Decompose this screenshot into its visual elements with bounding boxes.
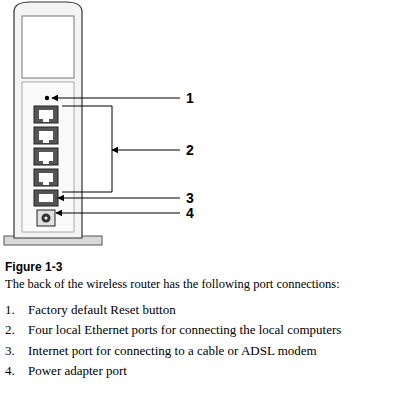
ethernet-ports bbox=[34, 106, 58, 186]
reset-button bbox=[45, 96, 49, 100]
port-panel bbox=[22, 82, 74, 232]
router-housing bbox=[14, 2, 82, 238]
list-number: 1. bbox=[5, 302, 15, 318]
power-port bbox=[37, 210, 55, 226]
list-item: Four local Ethernet ports for connecting… bbox=[28, 322, 341, 338]
internet-port bbox=[34, 190, 58, 206]
intro-text: The back of the wireless router has the … bbox=[5, 277, 340, 292]
figure-caption: Figure 1-3 bbox=[5, 260, 62, 274]
list-number: 2. bbox=[5, 322, 15, 338]
callout-number: 2 bbox=[186, 142, 194, 158]
list-item: Power adapter port bbox=[28, 363, 127, 379]
list-number: 3. bbox=[5, 343, 15, 359]
callout-number: 1 bbox=[186, 90, 194, 106]
callout-number: 3 bbox=[186, 190, 194, 206]
list-item: Factory default Reset button bbox=[28, 302, 176, 318]
callout-number: 4 bbox=[186, 205, 194, 221]
list-item: Internet port for connecting to a cable … bbox=[28, 343, 317, 359]
leader-lines bbox=[52, 98, 180, 213]
list-number: 4. bbox=[5, 363, 15, 379]
label-panel bbox=[22, 16, 74, 78]
